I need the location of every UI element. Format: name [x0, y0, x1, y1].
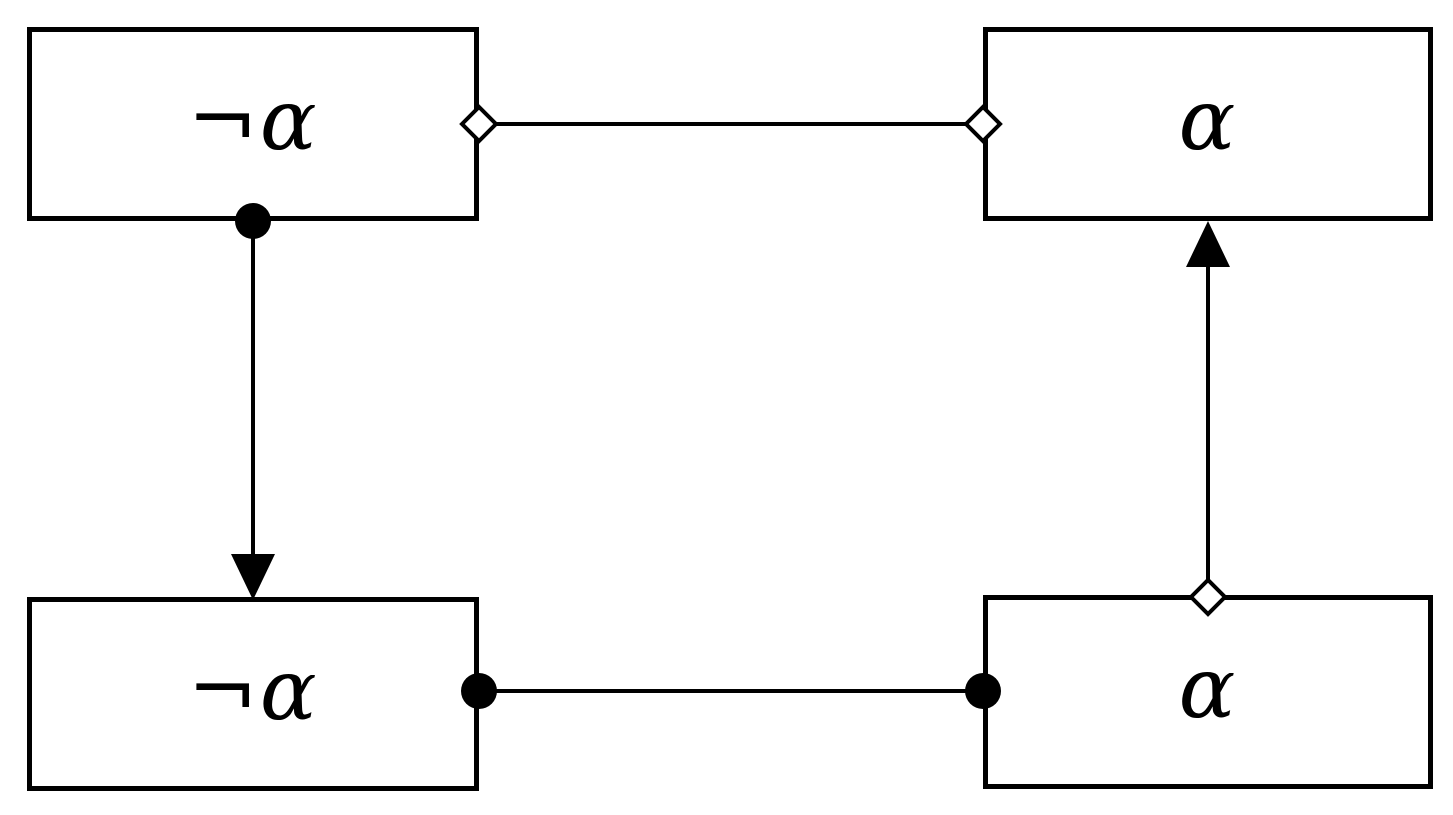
arrowhead-down-icon	[231, 554, 275, 600]
node-box-top-left: ¬α	[27, 27, 479, 221]
node-box-bottom-left: ¬α	[27, 597, 479, 791]
node-box-top-right: α	[983, 27, 1433, 221]
node-label-bottom-right: α	[1178, 639, 1238, 737]
arrowhead-up-icon	[1186, 221, 1230, 267]
edge-bottom-right-to-top-right	[1186, 221, 1230, 617]
edge-bottom-left-to-bottom-right	[461, 673, 1001, 709]
node-label-top-right: α	[1178, 71, 1238, 169]
node-box-bottom-right: α	[983, 595, 1433, 789]
edge-top-left-to-bottom-left	[231, 203, 275, 600]
node-label-top-left: ¬α	[187, 71, 319, 169]
node-label-bottom-left: ¬α	[187, 641, 319, 739]
edge-top-left-to-top-right	[459, 104, 1003, 144]
